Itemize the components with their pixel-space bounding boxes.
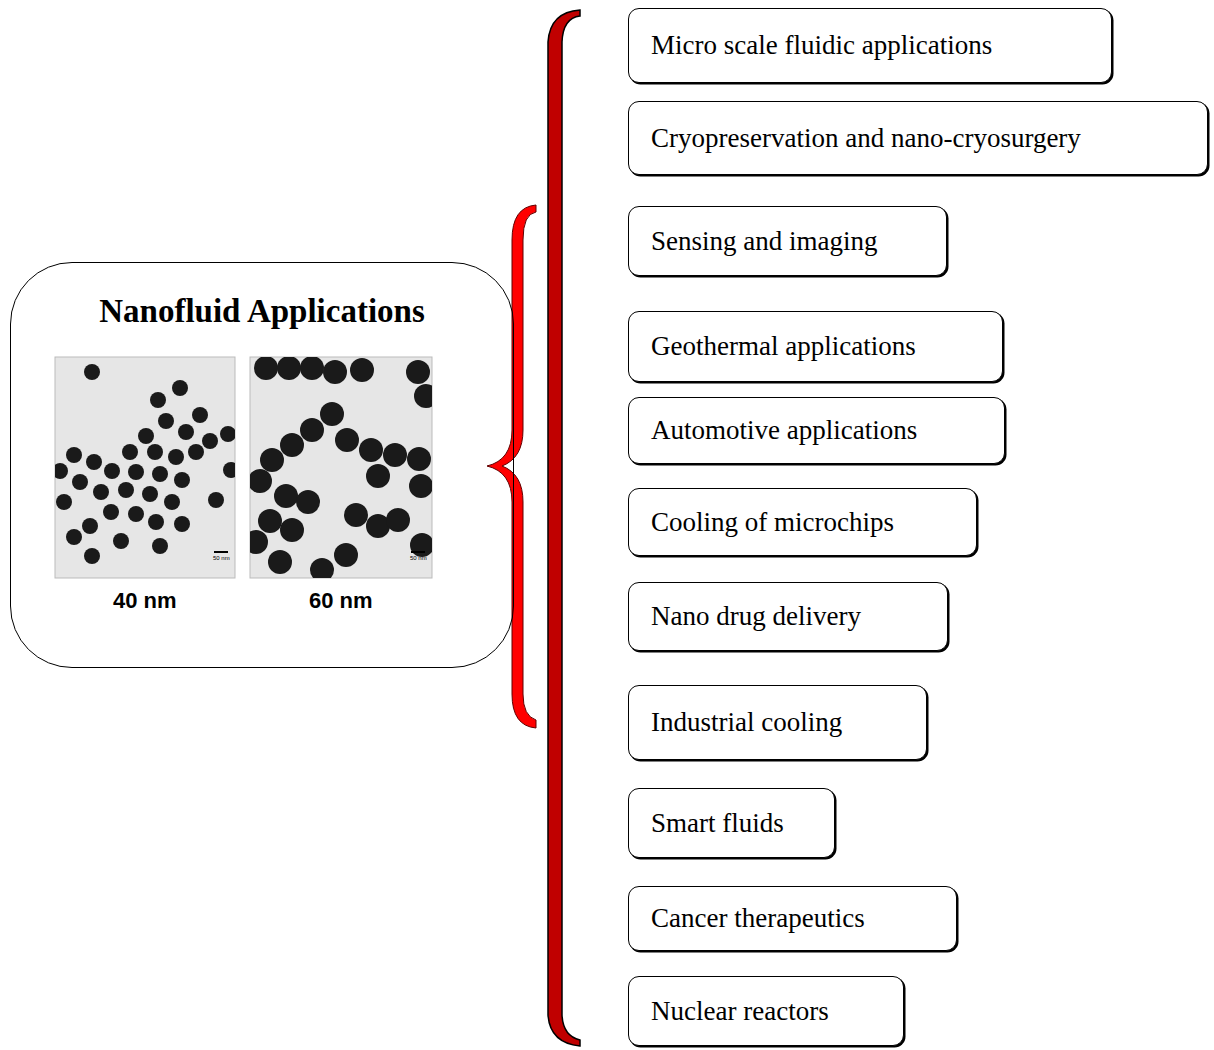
tem-panel-40 (52, 357, 239, 578)
scale-bar-label: 50 nm (213, 555, 230, 561)
box-label: Geothermal applications (651, 331, 916, 362)
tall-bracket (548, 10, 580, 1046)
application-box: Smart fluids (628, 788, 835, 858)
box-label: Smart fluids (651, 808, 784, 839)
scale-bar-label: 50 nm (410, 555, 427, 561)
application-box: Micro scale fluidic applications (628, 8, 1112, 83)
box-label: Industrial cooling (651, 707, 842, 738)
application-box: Cancer therapeutics (628, 886, 957, 951)
box-label: Automotive applications (651, 415, 917, 446)
application-box: Nuclear reactors (628, 976, 904, 1046)
size-label: 60 nm (309, 588, 373, 614)
box-label: Nano drug delivery (651, 601, 861, 632)
application-box: Cryopreservation and nano-cryosurgery (628, 101, 1208, 175)
box-label: Nuclear reactors (651, 996, 829, 1027)
size-label: 40 nm (113, 588, 177, 614)
box-label: Cancer therapeutics (651, 903, 865, 934)
application-box: Cooling of microchips (628, 488, 977, 556)
panel-title: Nanofluid Applications (11, 293, 513, 330)
box-label: Micro scale fluidic applications (651, 30, 992, 61)
tem-panel-60 (244, 356, 438, 582)
application-box: Automotive applications (628, 397, 1005, 464)
application-box: Geothermal applications (628, 311, 1003, 382)
application-box: Industrial cooling (628, 685, 927, 760)
title-panel: Nanofluid Applications (10, 262, 514, 668)
box-label: Cooling of microchips (651, 507, 894, 538)
box-label: Cryopreservation and nano-cryosurgery (651, 123, 1081, 154)
application-box: Nano drug delivery (628, 582, 948, 651)
application-box: Sensing and imaging (628, 206, 947, 276)
box-label: Sensing and imaging (651, 226, 877, 257)
curly-brace (487, 205, 536, 728)
